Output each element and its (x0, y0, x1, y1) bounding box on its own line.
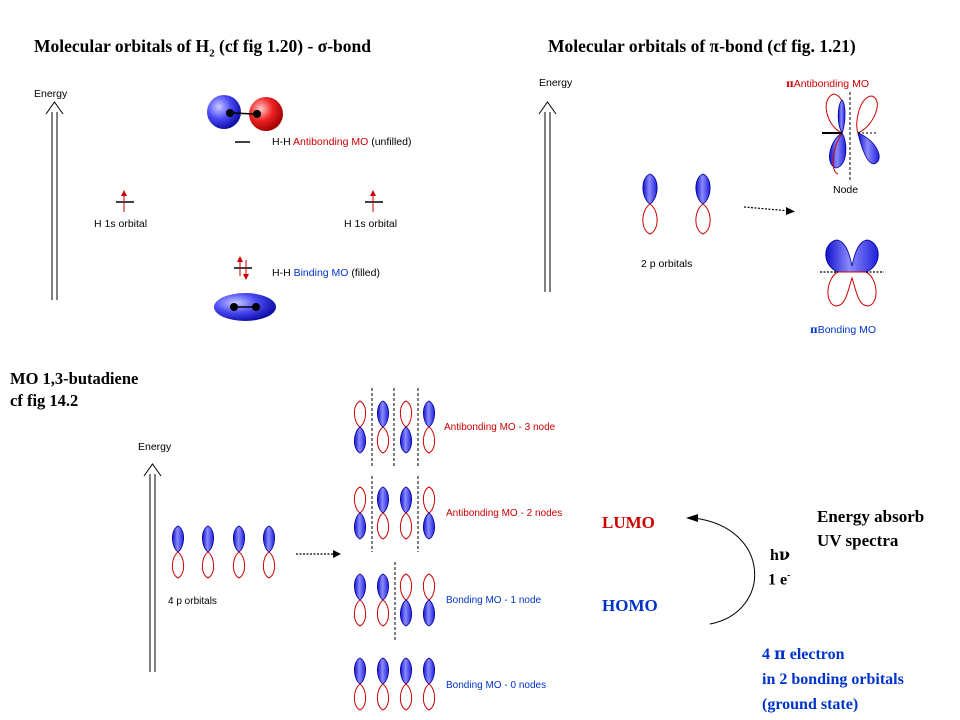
sigma-right-1s-label: H 1s orbital (344, 218, 398, 230)
sigma-bonding-level (234, 256, 252, 280)
mo-level-label-1: Bonding MO - 0 nodes (446, 680, 546, 691)
sigma-b-prefix: H-H (272, 267, 294, 279)
pi-energy-axis (538, 101, 557, 292)
mo3-nodes: - 2 nodes (517, 508, 563, 519)
butadiene-panel-title: MO 1,3-butadiene cf fig 14.2 (10, 368, 138, 412)
sigma-antibonding-label: H-H Antibonding MO (unfilled) (272, 136, 411, 148)
sigma-energy-axis (45, 101, 64, 300)
mo4-nodes: - 3 node (515, 422, 556, 433)
mo1-nodes: - 0 nodes (501, 680, 547, 691)
sigma-title-greek: σ (317, 36, 328, 56)
mo4-kind: Antibonding MO (444, 422, 516, 433)
pi-ab-text: Antibonding MO (793, 78, 869, 90)
mo1-kind: Bonding MO (446, 680, 502, 691)
sigma-ab-prefix: H-H (272, 136, 293, 148)
ground-state-note: 4 π electron in 2 bonding orbitals (grou… (762, 641, 904, 717)
pi-antibonding-label: πAntibonding MO (786, 78, 869, 90)
one-e-sup: - (787, 570, 791, 581)
pi-p-orbitals-label: 2 p orbitals (641, 258, 693, 270)
mo3-kind: Antibonding MO (446, 508, 518, 519)
mo-level-label-2: Bonding MO - 1 node (446, 595, 541, 606)
sigma-left-1s-level (116, 190, 134, 212)
sigma-ab-suffix: (unfilled) (368, 136, 412, 148)
gs-greek: π (774, 644, 786, 663)
butadiene-energy-label: Energy (138, 441, 172, 453)
h-symbol: h (770, 547, 779, 564)
sigma-ab-colored: Antibonding MO (293, 136, 369, 148)
energy-absorb-line2: UV spectra (817, 531, 899, 550)
sigma-b-suffix: (filled) (348, 267, 380, 279)
photon-energy-label: hν (770, 545, 790, 565)
ground-state-line1: 4 π electron (762, 641, 904, 667)
pi-bonding-orbital (820, 239, 884, 307)
pi-bonding-label: πBonding MO (810, 324, 876, 336)
pi-panel-title: Molecular orbitals of π-bond (cf fig. 1.… (548, 36, 856, 57)
pi-node-label: Node (833, 184, 859, 196)
pi-title-main: Molecular orbitals of (548, 36, 710, 56)
ground-state-line3: (ground state) (762, 696, 859, 713)
sigma-panel-title: Molecular orbitals of H2 (cf fig 1.20) -… (34, 36, 371, 60)
butadiene-energy-axis (143, 463, 162, 672)
pi-antibonding-orbital (822, 92, 880, 182)
pi-ab-greek: π (786, 78, 794, 90)
energy-absorb-line1: Energy absorb (817, 507, 925, 526)
pi-title-greek: π (709, 36, 720, 56)
gs-rest: electron (785, 646, 845, 663)
mo-level-label-3: Antibonding MO - 2 nodes (446, 508, 562, 519)
sigma-b-colored: Binding MO (293, 267, 349, 279)
butadiene-four-p-orbitals (172, 526, 274, 578)
pi-dashed-arrow (743, 206, 795, 215)
one-electron-label: 1 e- (768, 570, 790, 589)
pi-energy-label: Energy (539, 77, 573, 89)
sigma-antibonding-orbital (207, 95, 283, 131)
sigma-title-end: -bond (327, 36, 371, 56)
pi-b-greek: π (810, 324, 818, 336)
ground-state-line2: in 2 bonding orbitals (762, 671, 904, 688)
mo-level-label-4: Antibonding MO - 3 node (444, 422, 555, 433)
butadiene-mo-antibonding-2-nodes (354, 476, 434, 552)
sigma-title-rest: (cf fig 1.20) - (214, 36, 318, 56)
butadiene-title-line1: MO 1,3-butadiene (10, 369, 139, 388)
mo2-nodes: - 1 node (501, 595, 542, 606)
one-e-text: 1 e (768, 571, 788, 589)
butadiene-mo-antibonding-3-node (354, 388, 434, 468)
butadiene-mo-bonding-0-nodes (354, 658, 434, 710)
homo-lumo-arrow (686, 514, 755, 625)
pi-b-text: Bonding MO (817, 324, 877, 336)
pi-two-p-orbitals (643, 174, 710, 234)
butadiene-p-orbitals-label: 4 p orbitals (168, 596, 217, 607)
butadiene-dashed-arrow (296, 550, 341, 558)
mo2-kind: Bonding MO (446, 595, 502, 606)
sigma-title-sub: 2 (209, 47, 215, 60)
pi-title-end: -bond (cf fig. 1.21) (719, 36, 856, 56)
butadiene-mo-bonding-1-node (354, 562, 434, 640)
nu-symbol: ν (778, 545, 791, 564)
sigma-right-1s-level (365, 190, 383, 212)
lumo-label: LUMO (602, 513, 655, 532)
sigma-energy-label: Energy (34, 88, 68, 100)
sigma-bonding-orbital (214, 293, 276, 321)
butadiene-title-line2: cf fig 14.2 (10, 391, 79, 410)
sigma-title-main: Molecular orbitals of H (34, 36, 210, 56)
energy-absorb-label: Energy absorb UV spectra (817, 505, 924, 553)
gs-num: 4 (762, 646, 774, 663)
sigma-left-1s-label: H 1s orbital (94, 218, 148, 230)
sigma-bonding-label: H-H Binding MO (filled) (272, 267, 380, 279)
homo-label: HOMO (602, 596, 658, 615)
